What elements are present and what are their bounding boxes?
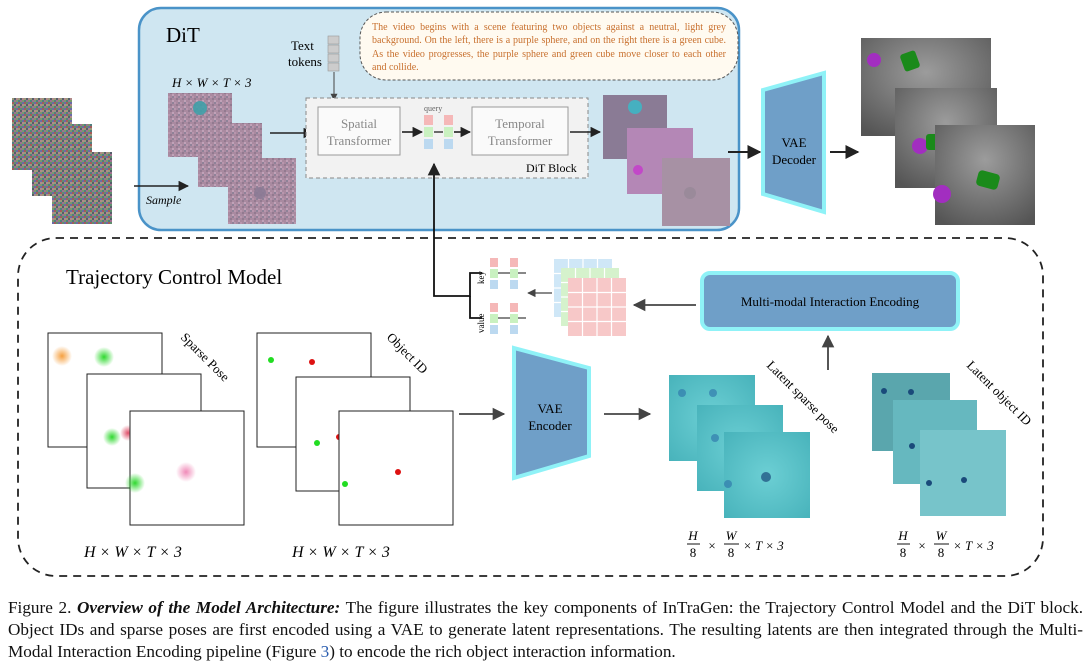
kv-tokens bbox=[490, 258, 526, 334]
noise-input-stack bbox=[12, 98, 112, 224]
vae-decoder: VAE Decoder bbox=[761, 70, 826, 215]
output-frames bbox=[861, 38, 1035, 225]
spatial-label-2: Transformer bbox=[327, 133, 392, 148]
caption-figure-link[interactable]: 3 bbox=[320, 642, 330, 661]
latent-object-dims: H 8 × W 8 × T × 3 bbox=[897, 528, 994, 560]
attention-tokens bbox=[402, 115, 472, 149]
caption-text-1: The figure illustrates the key component… bbox=[8, 598, 1084, 661]
object-id-stack bbox=[256, 332, 454, 526]
temporal-transformer bbox=[471, 106, 569, 156]
sample-label: Sample bbox=[146, 193, 182, 207]
text-tokens-label: Text bbox=[291, 38, 314, 53]
text-tokens-label-2: tokens bbox=[288, 54, 322, 69]
tcm-title: Trajectory Control Model bbox=[66, 265, 282, 289]
latent-sparse-stack bbox=[669, 375, 810, 518]
svg-text:× T × 3: × T × 3 bbox=[743, 538, 784, 553]
caption-text-2: ) to encode the rich object interaction … bbox=[329, 642, 676, 661]
mie-label: Multi-modal Interaction Encoding bbox=[741, 294, 920, 309]
sparse-pose-stack bbox=[47, 332, 245, 526]
key-label: key bbox=[476, 271, 486, 284]
latent-sparse-dims: H 8 × W 8 × T × 3 bbox=[687, 528, 784, 560]
vae-decoder-label-1: VAE bbox=[781, 135, 806, 150]
mie-box bbox=[700, 271, 960, 331]
svg-text:× T × 3: × T × 3 bbox=[953, 538, 994, 553]
dit-title: DiT bbox=[166, 23, 200, 47]
caption-label: Figure 2. bbox=[8, 598, 72, 617]
temporal-label-1: Temporal bbox=[495, 116, 545, 131]
object-dims: H × W × T × 3 bbox=[291, 544, 390, 561]
prompt-bubble bbox=[359, 11, 739, 81]
svg-text:H: H bbox=[687, 528, 698, 543]
svg-text:×: × bbox=[708, 538, 715, 553]
text-prompt: The video begins with a scene featuring … bbox=[372, 22, 726, 74]
svg-text:×: × bbox=[918, 538, 925, 553]
query-label: query bbox=[424, 104, 442, 113]
object-id-label: Object ID bbox=[384, 330, 431, 377]
dit-dims: H × W × T × 3 bbox=[171, 75, 252, 90]
kv-to-dit-connector bbox=[427, 162, 482, 319]
svg-text:8: 8 bbox=[900, 545, 907, 560]
noisy-frames bbox=[168, 93, 296, 224]
latent-object-stack bbox=[872, 373, 1006, 516]
svg-text:H: H bbox=[897, 528, 908, 543]
sparse-dims: H × W × T × 3 bbox=[83, 544, 182, 561]
spatial-label-1: Spatial bbox=[341, 116, 377, 131]
text-token-stack bbox=[327, 35, 340, 72]
value-label: value bbox=[476, 314, 486, 334]
svg-text:W: W bbox=[936, 528, 948, 543]
dit-block-label: DiT Block bbox=[526, 161, 577, 175]
tcm-panel bbox=[17, 237, 1044, 577]
temporal-label-2: Transformer bbox=[488, 133, 553, 148]
vae-encoder-label-2: Encoder bbox=[528, 418, 572, 433]
svg-text:8: 8 bbox=[690, 545, 697, 560]
vae-decoder-label-2: Decoder bbox=[772, 152, 817, 167]
svg-text:8: 8 bbox=[728, 545, 735, 560]
svg-text:W: W bbox=[726, 528, 738, 543]
vae-encoder-label-1: VAE bbox=[537, 401, 562, 416]
svg-text:8: 8 bbox=[938, 545, 945, 560]
denoised-frames bbox=[603, 95, 730, 226]
spatial-transformer bbox=[317, 106, 401, 156]
vae-encoder: VAE Encoder bbox=[512, 345, 591, 481]
architecture-figure: DiT Text tokens Sample H × W × T × 3 DiT… bbox=[12, 6, 1044, 577]
interaction-grids bbox=[554, 259, 626, 336]
figure-caption: Figure 2. Overview of the Model Architec… bbox=[8, 597, 1083, 663]
caption-title: Overview of the Model Architecture: bbox=[76, 598, 341, 617]
